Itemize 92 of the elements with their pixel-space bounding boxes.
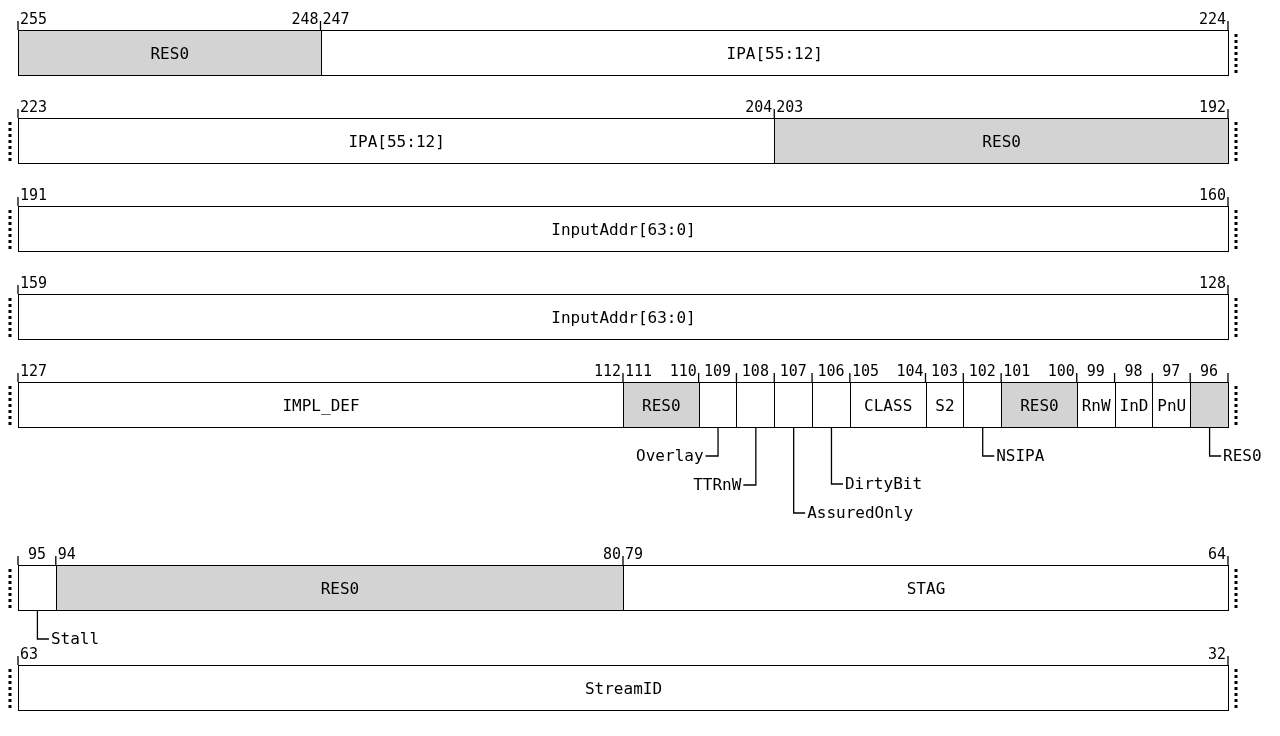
field-name: PnU [1157,395,1187,415]
bit-number: 105 [851,363,879,379]
bit-field [18,30,322,76]
bit-number: 247 [322,11,350,27]
field-name: CLASS [864,395,913,415]
bit-number: 32 [1208,646,1227,662]
bit-field [963,382,1003,428]
bit-number: 100 [1047,363,1075,379]
callout-label: Stall [50,630,100,648]
bit-number: 94 [57,546,76,562]
field-name: RES0 [150,43,189,63]
bit-field [18,294,1229,340]
field-name: InputAddr[63:0] [551,219,696,239]
field-name: RES0 [982,131,1021,151]
bit-field [1076,382,1116,428]
bit-number: 80 [603,546,622,562]
field-name: RES0 [642,395,681,415]
bit-number: 96 [1200,363,1219,379]
field-name: IMPL_DEF [282,395,360,415]
field-name: InD [1119,395,1149,415]
bit-field [736,382,776,428]
bit-field [774,382,814,428]
bit-field [925,382,965,428]
field-name: RES0 [1020,395,1059,415]
bit-field [18,382,624,428]
bit-number: 112 [594,363,622,379]
bit-number: 97 [1162,363,1181,379]
bit-field [849,382,927,428]
bit-field [1001,382,1078,428]
field-name: STAG [906,578,946,598]
bit-field [55,565,624,611]
bit-number: 103 [930,363,958,379]
leader-line [982,427,995,457]
callout-label: NSIPA [996,447,1045,465]
callout-label: AssuredOnly [807,504,914,522]
callout-label: RES0 [1223,447,1262,465]
leader-line [830,427,844,485]
bit-number: 111 [625,363,653,379]
bit-number: 63 [20,646,39,662]
bit-field [320,30,1229,76]
bit-field [18,665,1229,711]
bit-number: 99 [1086,363,1105,379]
bit-number: 223 [20,99,48,115]
field-name: RnW [1081,395,1111,415]
field-name: RES0 [320,578,360,598]
bit-number: 127 [20,363,48,379]
bit-field [18,565,57,611]
bit-number: 160 [1199,187,1227,203]
callout-label: DirtyBit [844,475,923,493]
bit-number: 248 [291,11,319,27]
bit-number: 106 [817,363,845,379]
bit-number: 64 [1208,546,1227,562]
bit-field [1114,382,1154,428]
bit-field [698,382,738,428]
bit-field [623,565,1229,611]
bit-number: 110 [669,363,697,379]
bit-field [18,206,1229,252]
bit-number: 104 [896,363,924,379]
bit-number: 108 [741,363,769,379]
bit-number: 203 [776,99,804,115]
bit-field [812,382,851,428]
callout-label: Overlay [636,447,704,465]
callout-label: TTRnW [693,476,742,494]
bit-number: 79 [625,546,644,562]
bit-number: 159 [20,275,48,291]
leader-line [704,427,719,457]
leader-line [793,427,806,514]
field-name: S2 [935,395,955,415]
leader-line [742,427,757,486]
bit-number: 255 [20,11,48,27]
field-name: IPA[55:12] [348,131,445,151]
bit-number: 101 [1003,363,1031,379]
bit-number: 128 [1199,275,1227,291]
leader-line [36,610,50,640]
bit-number: 192 [1199,99,1227,115]
field-name: StreamID [584,678,663,698]
bit-field [774,118,1229,164]
bit-number: 102 [968,363,996,379]
bit-number: 98 [1124,363,1143,379]
bit-number: 204 [745,99,773,115]
field-name: IPA[55:12] [726,43,823,63]
bit-number: 109 [704,363,732,379]
leader-line [1208,427,1222,457]
bit-field [1152,382,1192,428]
bit-number: 107 [779,363,807,379]
bit-number: 191 [20,187,48,203]
field-name: InputAddr[63:0] [551,307,696,327]
bit-number: 224 [1199,11,1227,27]
bit-field [623,382,700,428]
bit-field [1190,382,1229,428]
bit-field [18,118,776,164]
bit-number: 95 [27,546,46,562]
